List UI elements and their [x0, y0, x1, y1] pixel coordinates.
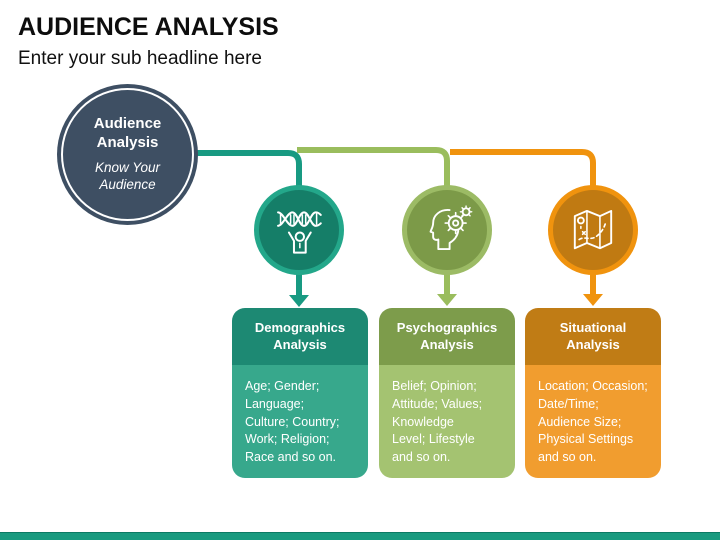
connector-demographics [196, 150, 302, 296]
node-psychographics [402, 185, 492, 275]
arrow-psychographics [437, 294, 457, 306]
connector-psychographics [297, 147, 450, 295]
node-situational [548, 185, 638, 275]
arrow-demographics [289, 295, 309, 307]
card-demographics-body: Age; Gender; Language; Culture; Country;… [232, 365, 368, 478]
head-gears-icon [429, 205, 473, 251]
map-icon [573, 209, 613, 250]
card-situational-body: Location; Occasion; Date/Time; Audience … [525, 365, 661, 478]
footer-accent-bar [0, 532, 720, 540]
page-subtitle: Enter your sub headline here [18, 48, 262, 69]
node-demographics [254, 185, 344, 275]
card-situational-header: Situational Analysis [525, 308, 661, 365]
hub-circle: Audience Analysis Know Your Audience [57, 84, 198, 225]
dna-person-icon [277, 211, 322, 254]
page-title: AUDIENCE ANALYSIS [18, 13, 279, 41]
card-psychographics: Psychographics Analysis Belief; Opinion;… [379, 308, 515, 478]
card-psychographics-body: Belief; Opinion; Attitude; Values; Knowl… [379, 365, 515, 478]
connector-situational [450, 149, 596, 295]
hub-title: Audience Analysis [93, 115, 162, 151]
card-demographics: Demographics Analysis Age; Gender; Langu… [232, 308, 368, 478]
card-situational: Situational Analysis Location; Occasion;… [525, 308, 661, 478]
card-psychographics-header: Psychographics Analysis [379, 308, 515, 365]
arrow-situational [583, 294, 603, 306]
hub-tagline: Know Your Audience [94, 159, 161, 193]
card-demographics-header: Demographics Analysis [232, 308, 368, 365]
